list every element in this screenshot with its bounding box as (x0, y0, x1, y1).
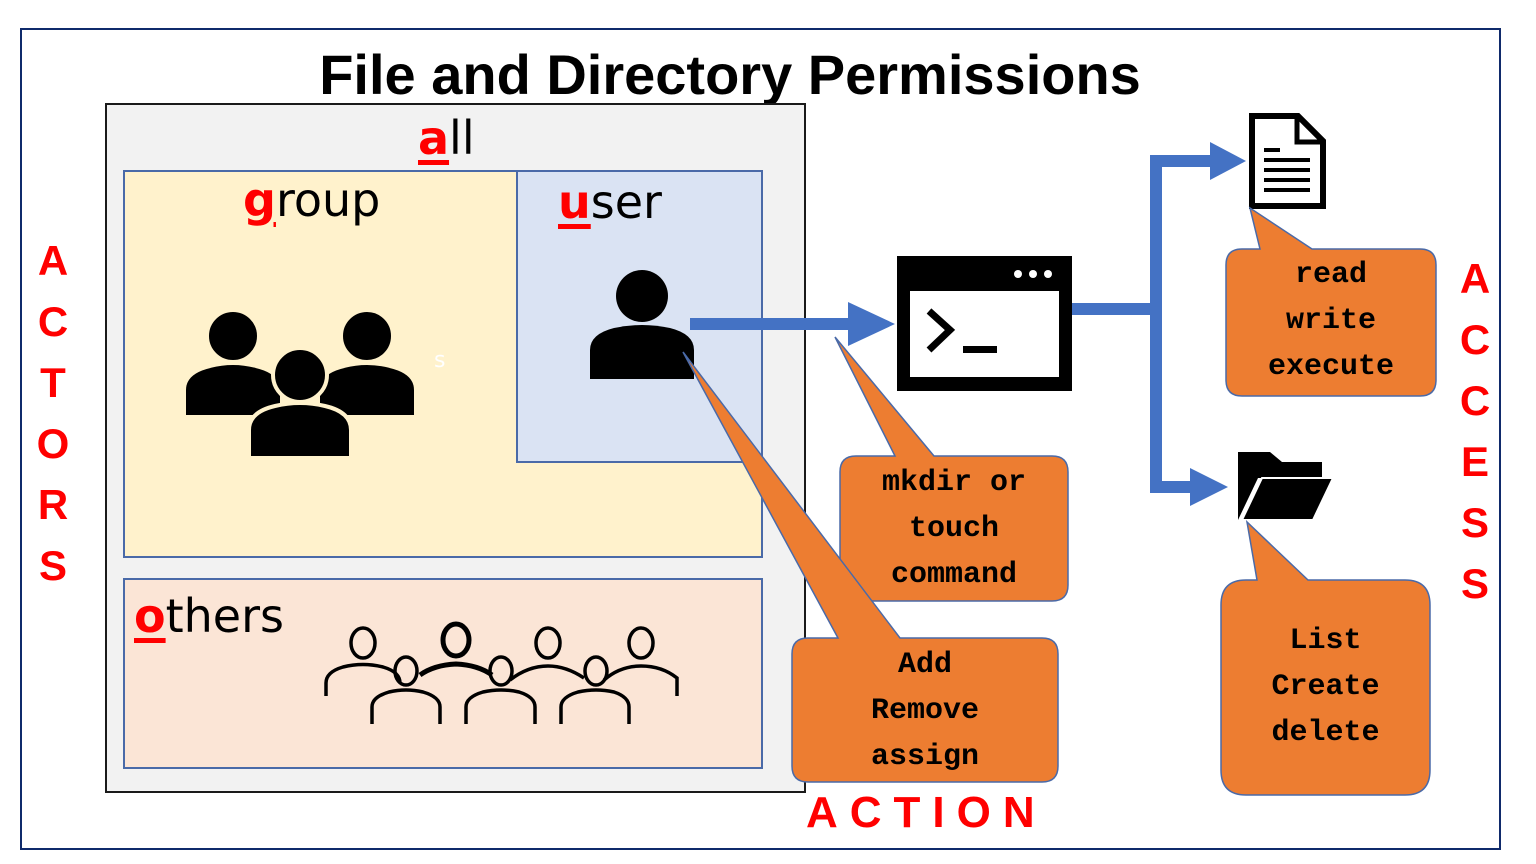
user-label: user (558, 174, 662, 230)
others-box (123, 578, 763, 769)
user-to-terminal-arrow (690, 302, 895, 346)
actors-letter: O (36, 420, 70, 467)
access-letter: C (1459, 377, 1491, 424)
actors-letter: S (38, 542, 67, 589)
all-label-rest: ll (449, 111, 475, 165)
diagram-frame (20, 28, 1501, 850)
access-letter: E (1460, 438, 1489, 485)
others-label: others (134, 588, 284, 644)
user-management-bubble (682, 351, 1059, 783)
user-management-bubble-text: Add Remove assign (870, 648, 980, 774)
terminal-to-access-arrows (1072, 142, 1246, 506)
access-letter: S (1460, 560, 1489, 607)
folder-access-bubble-text: List Create delete (1271, 624, 1380, 750)
access-side-label: A C C E S S (1450, 248, 1500, 614)
document-icon (1249, 113, 1326, 209)
others-label-rest: thers (165, 589, 284, 643)
group-label-rest: roup (275, 173, 381, 227)
user-label-rest: ser (590, 175, 662, 229)
access-letter: A (1459, 255, 1491, 302)
actors-letter: T (40, 359, 66, 406)
file-access-bubble (1225, 206, 1437, 397)
group-label: group (243, 172, 380, 228)
group-label-initial: g (243, 173, 276, 227)
access-letter: S (1460, 499, 1489, 546)
actors-letter: R (37, 481, 69, 528)
others-label-initial: o (134, 589, 166, 643)
open-folder-icon (1238, 452, 1335, 521)
access-letter: C (1459, 316, 1491, 363)
folder-access-bubble (1220, 519, 1431, 796)
group-of-people-icon (182, 308, 418, 460)
file-access-bubble-text: read write execute (1267, 258, 1395, 384)
stray-text: s (434, 348, 446, 373)
actors-letter: A (37, 237, 69, 284)
user-label-initial: u (558, 175, 591, 229)
terminal-window-icon (897, 256, 1072, 391)
actors-letter: C (37, 298, 69, 345)
diagram-title: File and Directory Permissions (319, 43, 1141, 106)
all-label-initial: a (418, 111, 450, 165)
terminal-command-bubble-text: mkdir or touch command (881, 466, 1027, 592)
all-label: all (418, 110, 475, 166)
actors-side-label: A C T O R S (28, 230, 78, 596)
action-label: ACTION (806, 788, 1047, 837)
person-icon (590, 270, 694, 379)
crowd-outline-icon (324, 621, 679, 724)
